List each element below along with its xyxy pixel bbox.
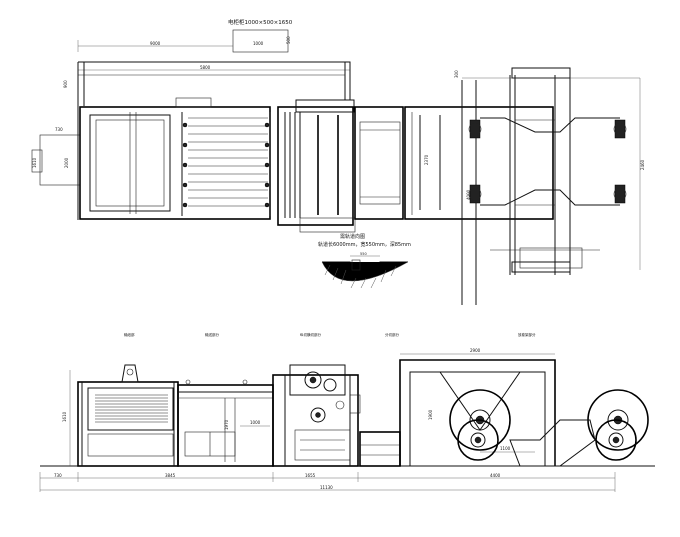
plan-rollers: [181, 112, 271, 216]
bottom-dimensions: 730 3845 1655 4400 11130: [39, 472, 616, 492]
section-label-feed: 输纸部: [124, 332, 135, 337]
dim-left-730: 730: [55, 127, 63, 132]
dim-1900: 1900: [428, 409, 433, 420]
section-label-unwind: 放卷架部分: [518, 332, 536, 337]
dim-top-mid: 5800: [200, 65, 211, 70]
dim-right-2460: 2460: [640, 159, 645, 170]
dim-bottom-730: 730: [54, 473, 62, 478]
cabinet-label: 电柜柜1000×500×1650: [228, 18, 293, 26]
dim-bottom-4400: 4400: [490, 473, 501, 478]
plan-view: 电柜柜1000×500×1650 1000 500 9000 5800 730 …: [31, 18, 645, 305]
dim-right-300: 300: [454, 70, 459, 78]
elevation-slitter: [359, 431, 401, 467]
elevation-cutter: [272, 364, 361, 467]
elevation-conveyor: 1970 1000: [177, 379, 274, 467]
rail-width: 550: [360, 252, 367, 256]
dim-mid-2370: 2370: [424, 154, 429, 165]
plan-unwind-stand: 2370 4000 300 2460: [404, 67, 645, 305]
dim-2900: 2900: [470, 348, 481, 353]
dim-left-2000: 2000: [64, 157, 69, 168]
dim-right-4000: 4000: [466, 189, 471, 200]
electrical-cabinet: 电柜柜1000×500×1650 1000 500: [228, 18, 293, 53]
rail-section-detail: 需轨道向图 轨道长6000mm，宽550mm，深85mm 550: [318, 233, 411, 289]
section-label-slitter: 分切部分: [385, 332, 399, 337]
dim-total: 11130: [320, 485, 333, 490]
dim-height-mid: 1970: [224, 419, 229, 430]
elevation-unwind-stand: 2900 1900 1100: [399, 348, 649, 467]
dim-left-1610: 1610: [32, 157, 37, 168]
section-label-cutter: 纵切横切部分: [300, 332, 321, 337]
dim-left-900: 900: [63, 80, 68, 88]
cabinet-dim-h: 500: [286, 36, 291, 44]
dim-1100: 1100: [500, 446, 511, 451]
cabinet-dim-w: 1000: [253, 41, 264, 46]
section-label-conveyor: 输送部分: [205, 332, 219, 337]
plan-slitter: [354, 106, 404, 220]
dim-top-left: 9000: [150, 41, 161, 46]
dim-bottom-1655: 1655: [305, 473, 316, 478]
plan-cutter: [277, 99, 356, 233]
elevation-view: 输纸部 输送部分 纵切横切部分 分切部分 放卷架部分 1610: [39, 332, 655, 492]
rail-spec: 轨道长6000mm，宽550mm，深85mm: [318, 241, 411, 248]
elevation-feed-table: [77, 364, 179, 467]
rail-title: 需轨道向图: [340, 233, 365, 240]
dim-height-left: 1610: [62, 411, 67, 422]
dim-bottom-3845: 3845: [165, 473, 176, 478]
dim-1000: 1000: [250, 420, 261, 425]
